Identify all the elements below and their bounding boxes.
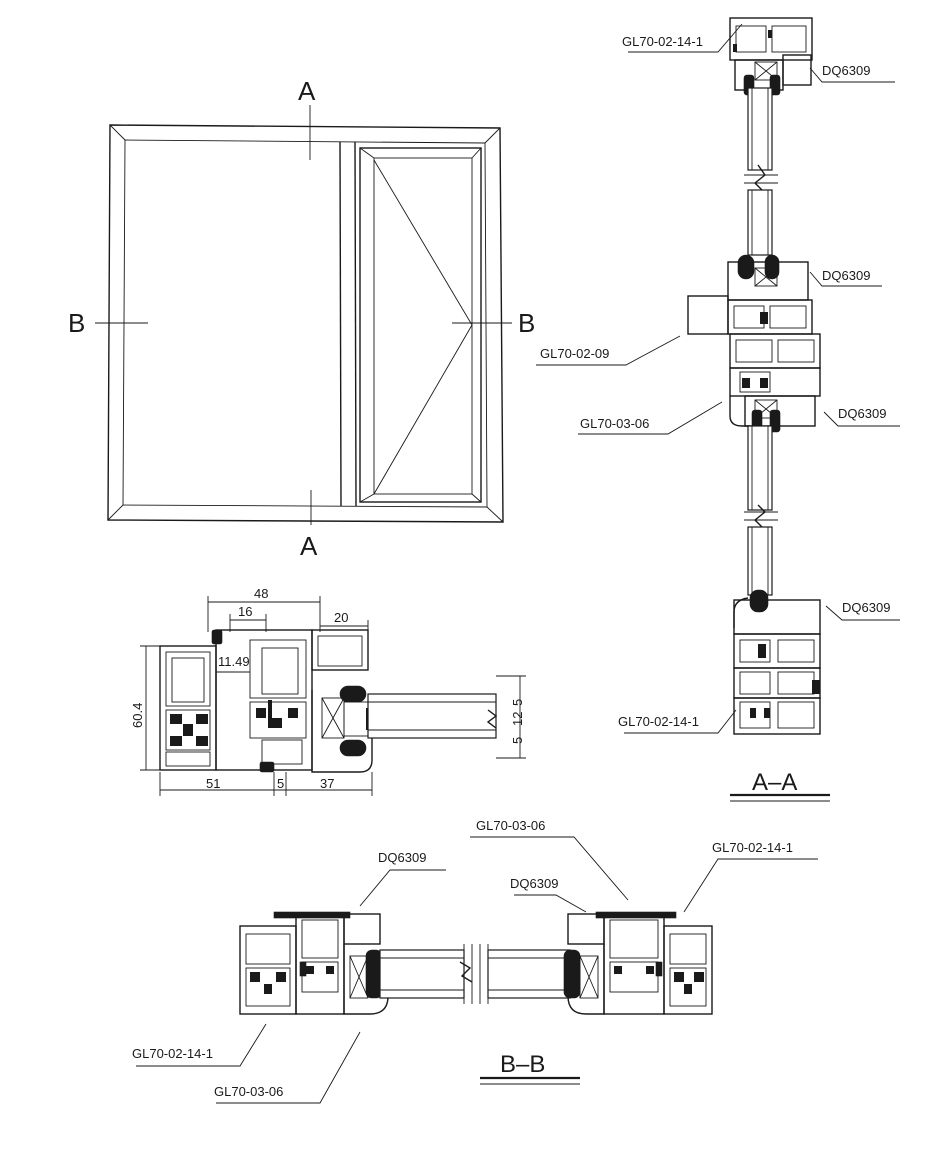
aa-callout-7: DQ6309 <box>842 600 890 615</box>
aa-transom <box>687 254 821 427</box>
dim-glass-b: 12 <box>510 712 525 726</box>
aa-callout-2: DQ6309 <box>822 63 870 78</box>
bb-callout-1: DQ6309 <box>378 850 426 865</box>
dim-inner-top: 16 <box>238 604 252 619</box>
aa-title: A–A <box>752 769 797 796</box>
aa-bottom-frame <box>733 589 821 735</box>
dim-glass-a: 5 <box>510 699 525 706</box>
aa-callouts: GL70-02-14-1 DQ6309 DQ6309 GL70-02-09 GL… <box>536 23 900 734</box>
dim-right-top: 20 <box>334 610 348 625</box>
dimension-detail: 48 16 20 11.49 60.4 51 5 37 5 12 5 <box>130 586 526 796</box>
bb-glass-left <box>379 949 465 999</box>
section-mark-b-right: B <box>518 308 535 338</box>
mullion <box>339 141 342 507</box>
bb-title: B–B <box>500 1051 545 1078</box>
section-mark-a-top: A <box>298 76 316 106</box>
dim-overall-top: 48 <box>254 586 268 601</box>
aa-callout-4: GL70-02-09 <box>540 346 609 361</box>
bb-left-assembly <box>239 911 389 1015</box>
aa-callout-5: GL70-03-06 <box>580 416 649 431</box>
inner-frame <box>122 139 488 508</box>
section-mark-b-left: B <box>68 308 85 338</box>
section-aa: GL70-02-14-1 DQ6309 DQ6309 GL70-02-09 GL… <box>536 17 900 802</box>
bb-callouts: DQ6309 GL70-03-06 DQ6309 GL70-02-14-1 GL… <box>132 818 818 1104</box>
bb-right-assembly <box>563 911 713 1015</box>
bb-callout-2: GL70-03-06 <box>476 818 545 833</box>
bb-callout-4: GL70-02-14-1 <box>712 840 793 855</box>
dim-bottom-right: 37 <box>320 776 334 791</box>
dim-bottom-mid: 5 <box>277 776 284 791</box>
dim-bottom-left: 51 <box>206 776 220 791</box>
outer-frame <box>107 124 504 523</box>
dim-glass-c: 5 <box>510 737 525 744</box>
bb-glass-right <box>487 949 571 999</box>
aa-callout-6: DQ6309 <box>838 406 886 421</box>
bb-callout-5: GL70-02-14-1 <box>132 1046 213 1061</box>
section-bb: DQ6309 GL70-03-06 DQ6309 GL70-02-14-1 GL… <box>132 818 818 1104</box>
aa-top-frame <box>729 17 813 96</box>
opening-symbol <box>373 159 473 495</box>
bb-callout-3: DQ6309 <box>510 876 558 891</box>
window-elevation: A A B B <box>68 76 535 561</box>
sash-inner <box>373 157 473 495</box>
aa-callout-8: GL70-02-14-1 <box>618 714 699 729</box>
dim-height: 60.4 <box>130 703 145 728</box>
bb-callout-6: GL70-03-06 <box>214 1084 283 1099</box>
aa-callout-1: GL70-02-14-1 <box>622 34 703 49</box>
sash-frame <box>359 147 482 503</box>
dim-gap: 11.49 <box>218 654 250 669</box>
aa-callout-3: DQ6309 <box>822 268 870 283</box>
section-mark-a-bottom: A <box>300 531 318 561</box>
